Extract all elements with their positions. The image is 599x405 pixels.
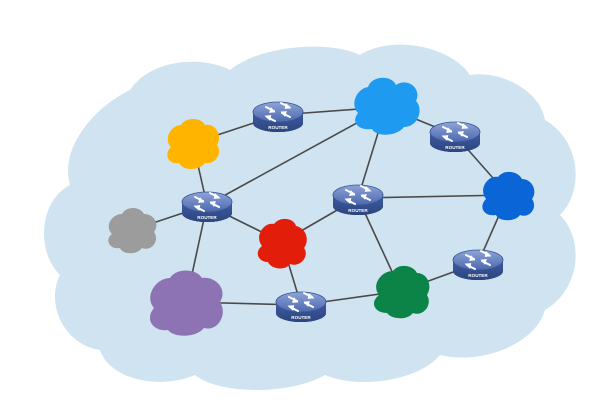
router-right-upper: ROUTER xyxy=(429,121,481,153)
router-label: ROUTER xyxy=(468,273,488,278)
cloud-dark-blue xyxy=(482,171,535,221)
router-right-lower: ROUTER xyxy=(452,249,504,281)
cloud-purple xyxy=(149,270,223,336)
router-label: ROUTER xyxy=(197,215,217,220)
router-left: ROUTER xyxy=(181,191,233,223)
cloud-green xyxy=(373,265,430,319)
cloud-yellow xyxy=(167,119,220,169)
router-top: ROUTER xyxy=(252,101,304,133)
cloud-gray xyxy=(108,208,157,254)
router-label: ROUTER xyxy=(348,208,368,213)
cloud-light-blue xyxy=(354,77,420,135)
router-label: ROUTER xyxy=(291,315,311,320)
router-label: ROUTER xyxy=(268,125,288,130)
router-center: ROUTER xyxy=(332,184,384,216)
cloud-red xyxy=(257,218,307,269)
router-label: ROUTER xyxy=(445,145,465,150)
router-bottom: ROUTER xyxy=(275,291,327,323)
